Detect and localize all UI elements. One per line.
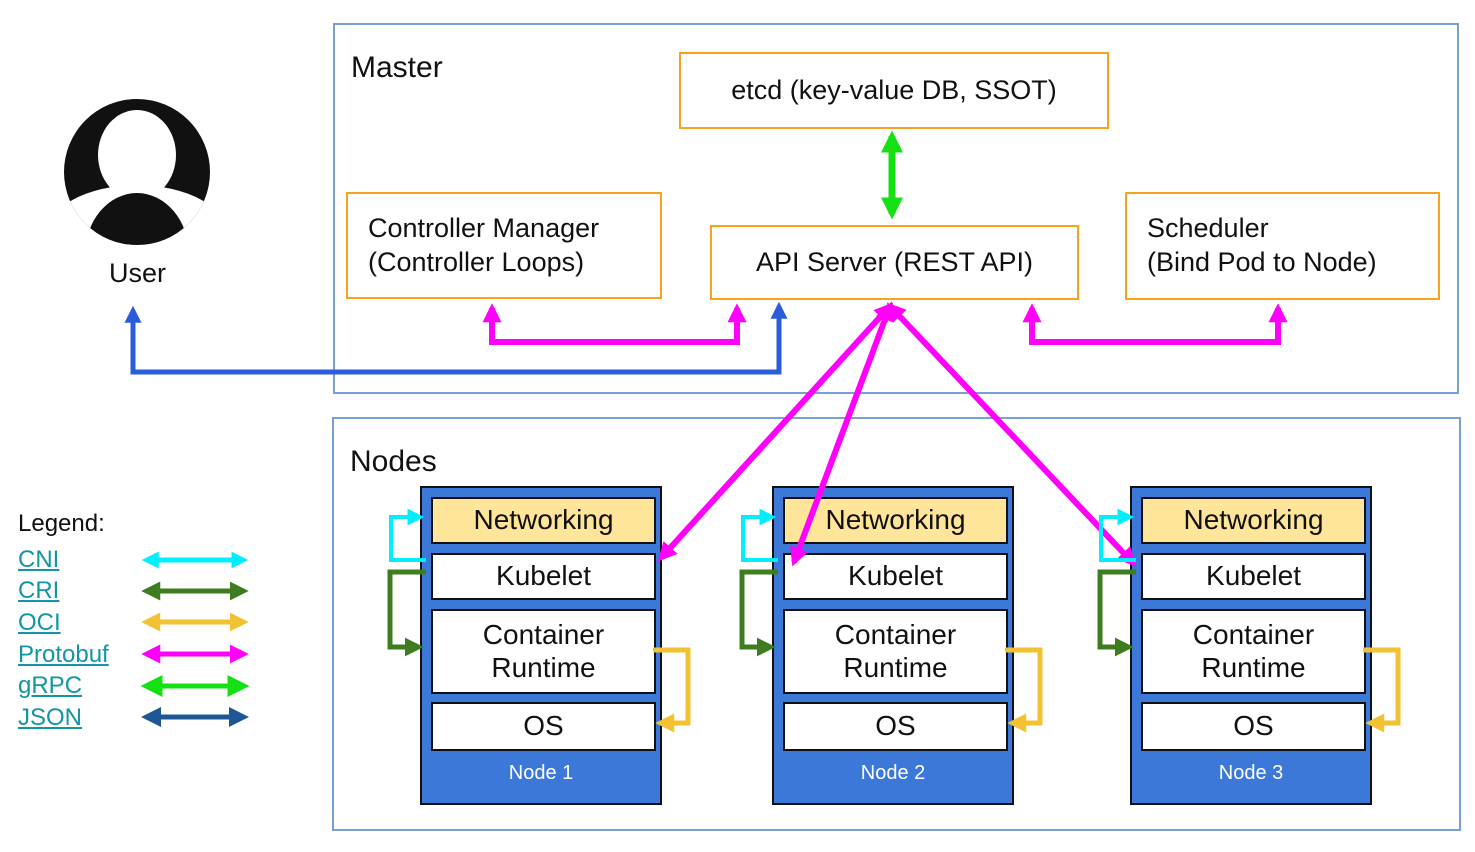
legend-item-cni: CNI (18, 546, 59, 574)
legend-title: Legend: (18, 510, 105, 537)
etcd-label: etcd (key-value DB, SSOT) (731, 74, 1057, 105)
os-label: OS (523, 710, 564, 742)
protobuf-link[interactable]: Protobuf (18, 641, 109, 668)
node-1-networking-box: Networking (431, 497, 656, 544)
scheduler-label-line1: Scheduler (1147, 213, 1269, 244)
networking-label: Networking (1183, 504, 1324, 536)
networking-label: Networking (473, 504, 614, 536)
node-2-os-box: OS (783, 702, 1008, 751)
node-3-name: Node 3 (1218, 762, 1284, 784)
legend-item-grpc: gRPC (18, 672, 82, 700)
oci-link[interactable]: OCI (18, 609, 61, 636)
kubelet-label: Kubelet (1206, 560, 1301, 592)
networking-label: Networking (825, 504, 966, 536)
legend-item-protobuf: Protobuf (18, 641, 109, 669)
os-label: OS (1233, 710, 1274, 742)
api-server-label: API Server (REST API) (755, 246, 1034, 277)
os-label: OS (875, 710, 916, 742)
controller-manager-box: Controller Manager (Controller Loops) (346, 192, 662, 299)
node-1-os-box: OS (431, 702, 656, 751)
user-icon (64, 99, 210, 245)
legend-item-json: JSON (18, 704, 82, 732)
kubelet-label: Kubelet (496, 560, 591, 592)
node-2-networking-box: Networking (783, 497, 1008, 544)
kubelet-label: Kubelet (848, 560, 943, 592)
controller-manager-label-line1: Controller Manager (368, 212, 600, 243)
scheduler-box: Scheduler (Bind Pod to Node) (1125, 192, 1440, 300)
node-1-kubelet-box: Kubelet (431, 553, 656, 600)
api-server-box: API Server (REST API) (710, 225, 1079, 300)
master-title: Master (351, 51, 443, 84)
nodes-title: Nodes (350, 445, 437, 478)
node-1-container-runtime-box: Container Runtime (431, 609, 656, 694)
container-runtime-label: Container Runtime (834, 619, 957, 683)
container-runtime-label: Container Runtime (482, 619, 605, 683)
legend-item-oci: OCI (18, 609, 61, 637)
scheduler-label-line2: (Bind Pod to Node) (1147, 247, 1377, 277)
node-2-kubelet-box: Kubelet (783, 553, 1008, 600)
nodes-box: Nodes Networking Kubelet Container Runti… (332, 417, 1461, 831)
grpc-link[interactable]: gRPC (18, 672, 83, 699)
node-3-os-box: OS (1141, 702, 1366, 751)
cri-link[interactable]: CRI (18, 577, 60, 604)
container-runtime-label: Container Runtime (1192, 619, 1315, 683)
legend-item-cri: CRI (18, 577, 59, 605)
node-3: Networking Kubelet Container Runtime OS … (1130, 486, 1372, 805)
node-3-kubelet-box: Kubelet (1141, 553, 1366, 600)
node-3-networking-box: Networking (1141, 497, 1366, 544)
json-link[interactable]: JSON (18, 704, 83, 731)
node-2-name: Node 2 (860, 762, 926, 784)
user-label: User (108, 258, 166, 288)
etcd-box: etcd (key-value DB, SSOT) (679, 52, 1109, 129)
controller-manager-label-line2: (Controller Loops) (368, 246, 585, 277)
node-2-container-runtime-box: Container Runtime (783, 609, 1008, 694)
node-2: Networking Kubelet Container Runtime OS … (772, 486, 1014, 805)
node-3-container-runtime-box: Container Runtime (1141, 609, 1366, 694)
master-box: Master etcd (key-value DB, SSOT) Control… (333, 23, 1459, 394)
node-1-name: Node 1 (508, 762, 574, 784)
cni-link[interactable]: CNI (18, 546, 60, 573)
node-1: Networking Kubelet Container Runtime OS … (420, 486, 662, 805)
